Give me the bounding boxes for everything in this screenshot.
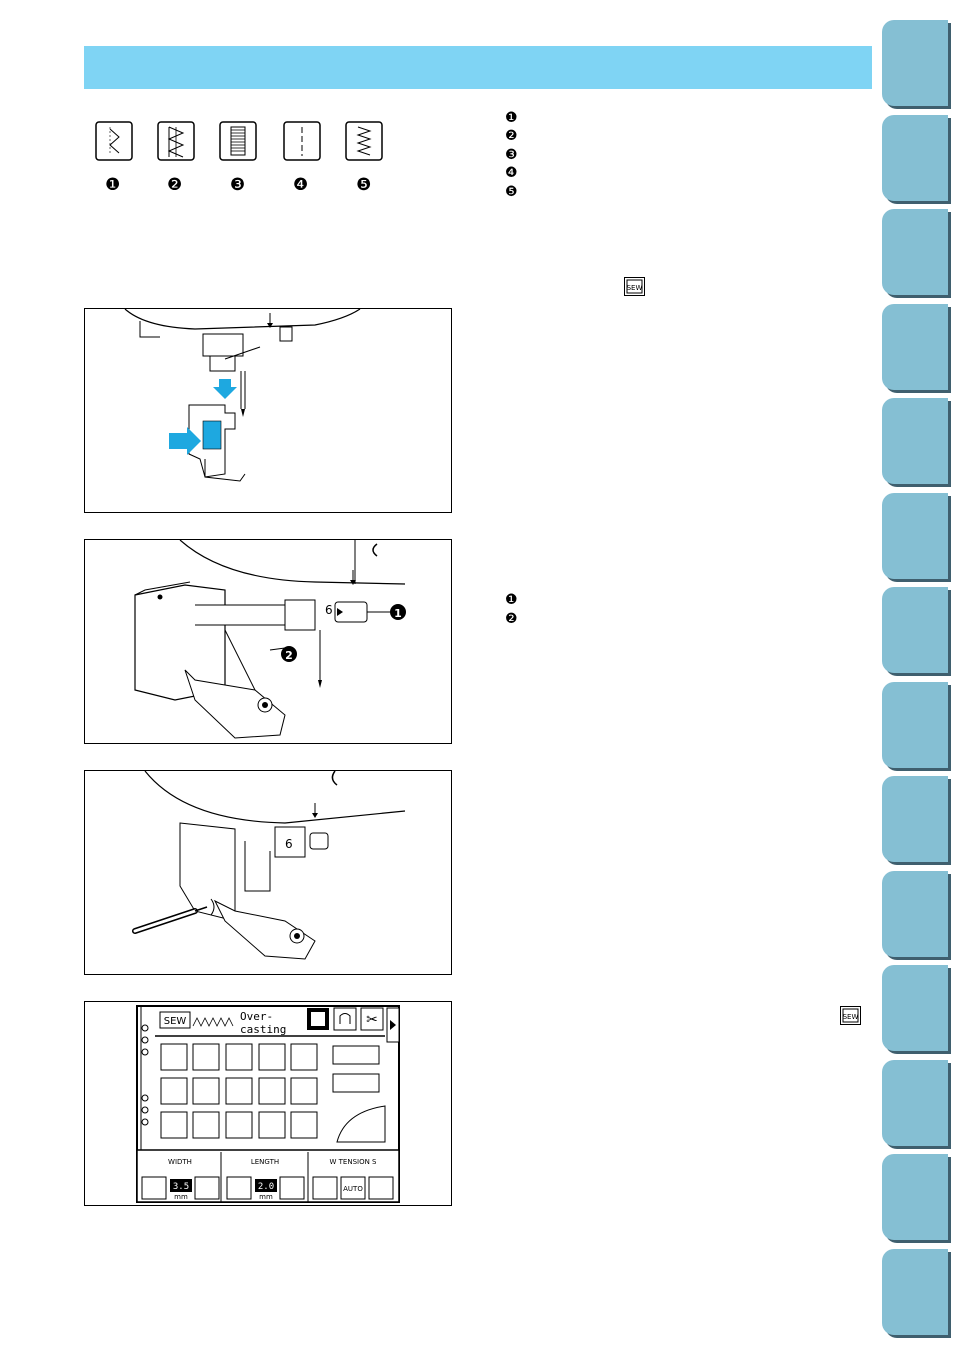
stitch-number-4: ❹ — [293, 175, 309, 195]
chapter-tab-3[interactable] — [882, 209, 948, 295]
reverse-key[interactable] — [333, 1007, 357, 1031]
tension-label: W TENSION S — [329, 1158, 377, 1166]
width-decrease-button[interactable] — [141, 1176, 167, 1200]
stitch-number-2: ❷ — [167, 175, 183, 195]
svg-text:2: 2 — [285, 649, 293, 662]
chapter-tab-11[interactable] — [882, 965, 948, 1051]
chapter-tab-12[interactable] — [882, 1060, 948, 1146]
list-number-5: ❺ — [505, 184, 518, 200]
chapter-tab-2[interactable] — [882, 115, 948, 201]
list-number-2: ❷ — [505, 128, 518, 144]
length-decrease-button[interactable] — [226, 1176, 252, 1200]
figure-side-cutter-attached: 6 1 2 — [84, 539, 452, 744]
figure-attach-foot — [84, 308, 452, 513]
length-value: 2.0 — [258, 1182, 274, 1192]
svg-text:SEW: SEW — [843, 1013, 859, 1021]
width-increase-button[interactable] — [194, 1176, 220, 1200]
stitch-number-1: ❶ — [105, 175, 121, 195]
sewing-key-icon-2: SEW — [840, 1006, 861, 1025]
ladder-overcast-stitch-icon — [219, 121, 257, 161]
tension-decrease-button[interactable] — [312, 1176, 338, 1200]
scissors-key[interactable] — [360, 1007, 384, 1031]
chapter-tab-5[interactable] — [882, 398, 948, 484]
stitch-name-line2: casting — [240, 1023, 286, 1036]
auto-label: AUTO — [343, 1185, 363, 1193]
width-label: WIDTH — [168, 1158, 192, 1166]
list-number-1: ❶ — [505, 110, 518, 126]
screwdriver-illustration: 6 — [132, 771, 406, 960]
chapter-tab-8[interactable] — [882, 682, 948, 768]
section-header-bar — [84, 46, 872, 89]
list-number-4: ❹ — [505, 165, 518, 181]
svg-text:✂: ✂ — [366, 1011, 378, 1027]
needle-clamp-number: 6 — [325, 603, 333, 617]
figure-lcd-panel: SEW Over- casting ✂ WIDTH LENGTH — [84, 1001, 452, 1206]
chapter-tab-14[interactable] — [882, 1249, 948, 1335]
chapter-tab-4[interactable] — [882, 304, 948, 390]
stitch-name-line1: Over- — [240, 1010, 273, 1023]
length-label: LENGTH — [251, 1158, 279, 1166]
legend-number-1: ❶ — [505, 592, 518, 608]
list-number-3: ❸ — [505, 147, 518, 163]
sewing-key-icon: SEW — [624, 277, 645, 296]
svg-text:1: 1 — [394, 607, 402, 620]
legend-number-2: ❷ — [505, 611, 518, 627]
double-overcast-stitch-icon — [157, 121, 195, 161]
figure-screwdriver: 6 — [84, 770, 452, 975]
chapter-tab-10[interactable] — [882, 871, 948, 957]
chapter-tab-9[interactable] — [882, 776, 948, 862]
stitch-number-5: ❺ — [356, 175, 372, 195]
length-unit: mm — [259, 1193, 273, 1201]
chapter-tab-1[interactable] — [882, 20, 948, 106]
stitch-number-3: ❸ — [230, 175, 246, 195]
tension-auto-button[interactable] — [340, 1176, 366, 1200]
width-value: 3.5 — [173, 1182, 189, 1192]
chapter-tab-13[interactable] — [882, 1154, 948, 1240]
overcast-stitch-icon — [95, 121, 133, 161]
tension-increase-button[interactable] — [368, 1176, 394, 1200]
width-unit: mm — [174, 1193, 188, 1201]
chapter-tab-7[interactable] — [882, 587, 948, 673]
panel-logo: SEW — [164, 1016, 187, 1027]
straight-stitch-icon — [283, 121, 321, 161]
svg-text:SEW: SEW — [627, 284, 643, 292]
foot-number: 6 — [285, 837, 293, 851]
lcd-panel-screen: SEW Over- casting ✂ WIDTH LENGTH — [136, 1005, 400, 1203]
length-increase-button[interactable] — [279, 1176, 305, 1200]
side-cutter-illustration: 6 1 2 — [134, 540, 406, 739]
attach-foot-illustration — [124, 309, 361, 482]
zigzag-stitch-icon — [345, 121, 383, 161]
chapter-tab-6[interactable] — [882, 493, 948, 579]
